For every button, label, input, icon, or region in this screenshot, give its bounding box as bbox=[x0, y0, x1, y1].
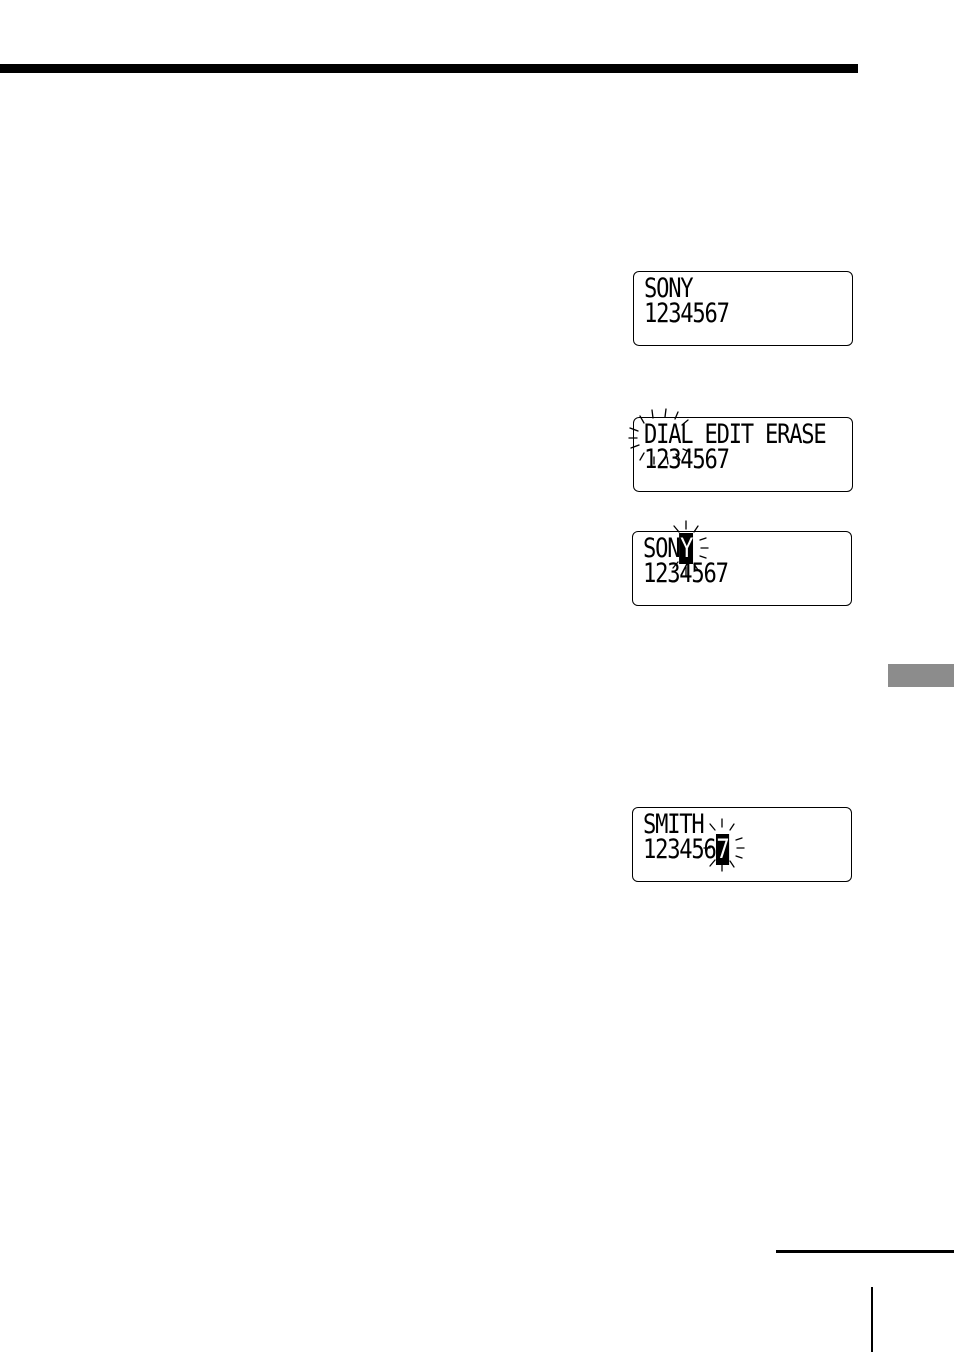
section-tab bbox=[888, 664, 954, 687]
lcd-display-menu: DIAL EDIT ERASE 1234567 bbox=[633, 417, 853, 492]
lcd-line-2: 1234567 bbox=[643, 834, 730, 865]
lcd-cursor: 7 bbox=[715, 834, 730, 865]
lcd-text: 123456 bbox=[643, 834, 717, 865]
lcd-line-1: SONY bbox=[644, 273, 694, 304]
lcd-text: SON bbox=[643, 533, 681, 564]
lcd-line-1: SONY bbox=[643, 533, 693, 564]
lcd-display-edit-name: SONY 1234567 bbox=[632, 531, 852, 606]
lcd-line-2: 1234567 bbox=[644, 444, 730, 475]
lcd-display-sony: SONY 1234567 bbox=[633, 271, 853, 346]
lcd-line-1: SMITH bbox=[643, 809, 705, 840]
lcd-line-2: 1234567 bbox=[644, 298, 730, 329]
lcd-cursor: Y bbox=[679, 533, 693, 564]
lcd-display-edit-number: SMITH 1234567 bbox=[632, 807, 852, 882]
top-rule bbox=[0, 64, 858, 73]
bottom-rule bbox=[776, 1250, 954, 1253]
page-margin-rule bbox=[871, 1287, 873, 1352]
lcd-line-2: 1234567 bbox=[643, 558, 729, 589]
